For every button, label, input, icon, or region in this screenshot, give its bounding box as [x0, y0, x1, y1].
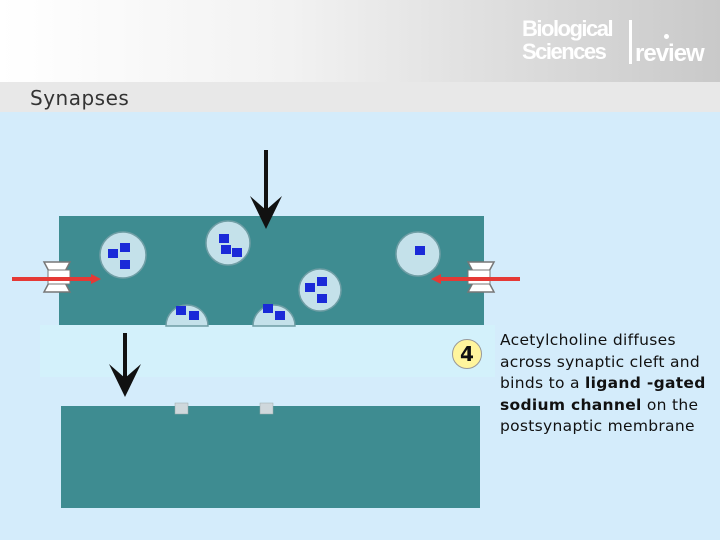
acetylcholine-molecule: [120, 260, 130, 269]
biological-sciences-review-logo: Biological Sciences review: [522, 16, 712, 67]
acetylcholine-molecule: [108, 249, 118, 258]
acetylcholine-molecule: [189, 311, 199, 320]
vesicle: [99, 231, 147, 279]
acetylcholine-molecule: [176, 306, 186, 315]
logo-line-1: Biological: [522, 16, 614, 41]
acetylcholine-molecule: [120, 243, 130, 252]
slide-title: Synapses: [30, 86, 130, 110]
logo-line-3: review: [635, 40, 705, 67]
postsynaptic-membrane: [61, 406, 480, 508]
acetylcholine-molecule: [219, 234, 229, 243]
vesicle: [395, 231, 441, 277]
title-bar: Synapses: [0, 82, 720, 112]
synaptic-cleft: [40, 325, 495, 377]
vesicle: [205, 220, 251, 266]
logo-line-2: Sciences: [522, 39, 607, 64]
step-description: Acetylcholine diffuses across synaptic c…: [500, 330, 710, 438]
acetylcholine-molecule: [263, 304, 273, 313]
acetylcholine-molecule: [275, 311, 285, 320]
description-text-2: on the postsynaptic membrane: [500, 395, 699, 436]
step-number-badge: 4: [452, 339, 482, 369]
diffusion-arrow: [109, 333, 141, 397]
ligand-gated-sodium-channel: [174, 402, 189, 415]
description-bold-term: ligand -gated sodium channel: [500, 374, 706, 414]
ligand-gated-sodium-channel: [259, 402, 274, 415]
vesicle-fusing: [252, 304, 296, 327]
acetylcholine-molecule: [305, 283, 315, 292]
acetylcholine-molecule: [317, 277, 327, 286]
logo-dot: [664, 34, 669, 39]
description-text-1: Acetylcholine diffuses across synaptic c…: [500, 331, 701, 392]
logo-divider: [629, 20, 632, 64]
acetylcholine-molecule: [221, 245, 231, 254]
acetylcholine-molecule: [317, 294, 327, 303]
action-potential-arrow: [250, 150, 282, 229]
header-banner: Biological Sciences review: [0, 0, 720, 82]
vesicle: [298, 268, 342, 312]
vesicle-fusing: [165, 304, 209, 327]
acetylcholine-molecule: [232, 248, 242, 257]
acetylcholine-molecule: [415, 246, 425, 255]
